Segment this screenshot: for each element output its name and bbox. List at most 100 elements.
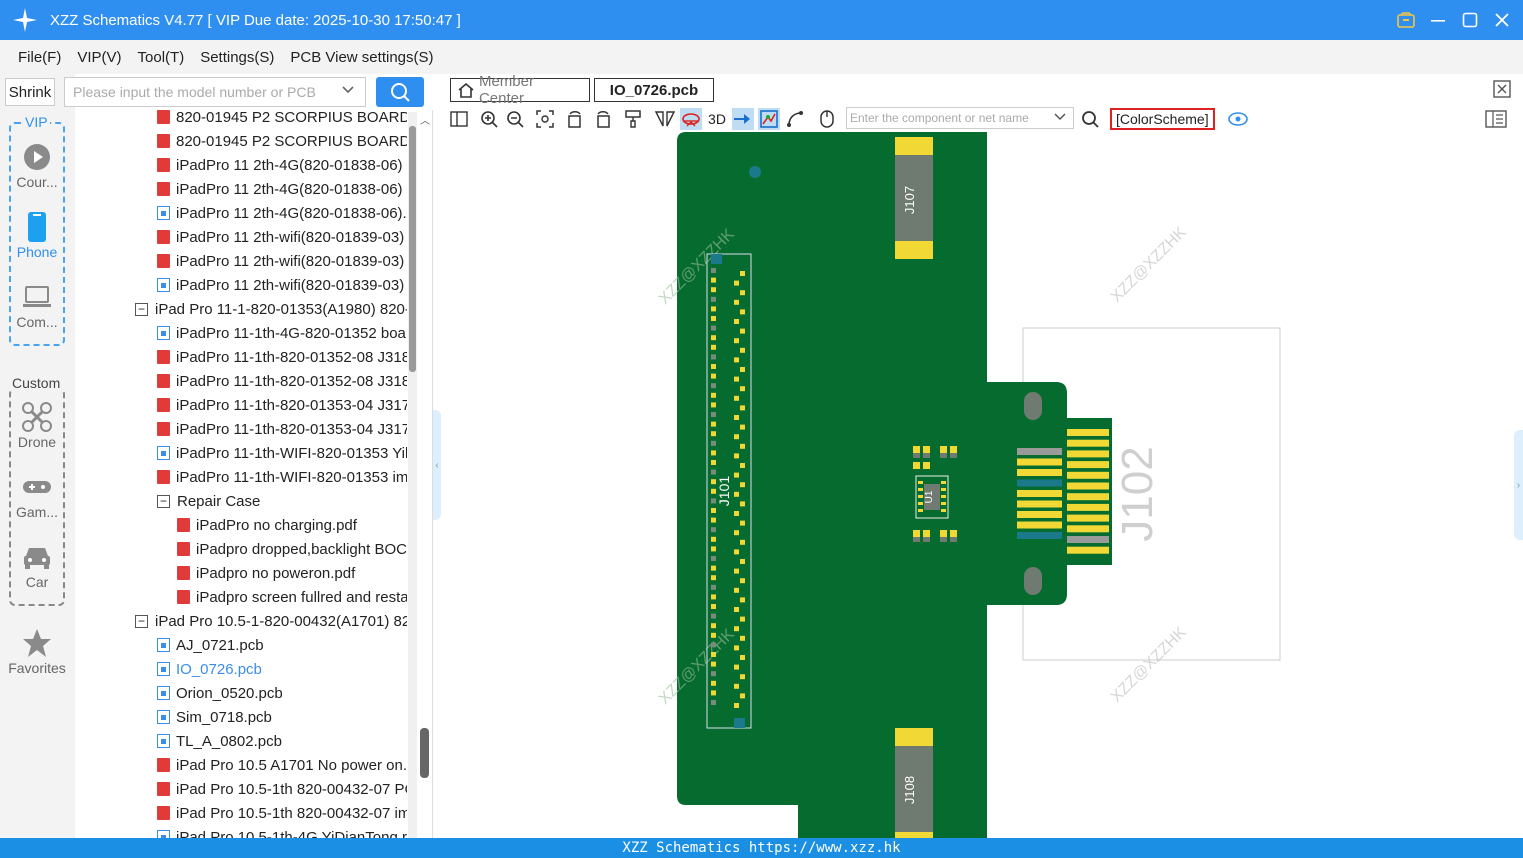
tree-file[interactable]: iPadPro 11-1th-WIFI-820-01353 Yil [157,441,407,465]
close-all-tabs-icon[interactable] [1493,80,1511,101]
model-search-input[interactable]: Please input the model number or PCB [64,77,366,107]
component-search-icon[interactable] [1079,108,1101,130]
nav-computer[interactable]: Com... [7,280,67,330]
tree-folder[interactable]: −iPad Pro 11-1-820-01353(A1980) 820- [135,297,407,321]
collapse-right-icon[interactable]: › [1514,430,1523,540]
status-bar: XZZ Schematics https://www.xzz.hk [0,838,1523,858]
maximize-button[interactable] [1459,9,1481,31]
tree-file[interactable]: iPadpro screen fullred and resta [177,585,407,609]
tree-file[interactable]: iPadpro no poweron.pdf [177,561,407,585]
search-button[interactable] [376,77,424,107]
j101-pin [734,626,739,632]
tree-file[interactable]: iPad Pro 10.5-1th-4G YiDianTong r [157,825,407,838]
tree-item-label: iPadpro dropped,backlight BOC [196,540,407,558]
net-arrow-icon[interactable] [732,108,754,130]
tree-folder[interactable]: −iPad Pro 10.5-1-820-00432(A1701) 82 [135,609,407,633]
tree-file[interactable]: iPadPro 11 2th-4G(820-01838-06) ! [157,177,407,201]
tree-file[interactable]: AJ_0721.pcb [157,633,407,657]
minimize-button[interactable] [1427,9,1449,31]
nav-favorites[interactable]: Favorites [7,626,67,676]
nav-phone[interactable]: Phone [7,210,67,260]
format-painter-icon[interactable] [622,108,644,130]
highlight-net-icon[interactable] [758,108,780,130]
chevron-down-icon[interactable] [341,83,355,100]
tree-file[interactable]: iPad Pro 10.5-1th 820-00432-07 PC [157,777,407,801]
color-scheme-button[interactable]: [ColorScheme] [1110,108,1215,130]
nav-car[interactable]: Car [7,540,67,590]
mouse-icon[interactable] [816,108,838,130]
u1-component: U1 [913,446,957,542]
tree-file[interactable]: iPadPro no charging.pdf [177,513,407,537]
tree-file[interactable]: iPadPro 11-1th-WIFI-820-01353 im [157,465,407,489]
collapse-toggle-icon[interactable]: − [135,302,148,316]
tree-file[interactable]: Sim_0718.pcb [157,705,407,729]
tree-scrollbar-thumb[interactable] [409,126,416,372]
nav-game[interactable]: Gam... [7,470,67,520]
close-button[interactable] [1491,9,1513,31]
tree-file[interactable]: iPadPro 11-1th-4G-820-01352 boa [157,321,407,345]
collapse-toggle-icon[interactable]: − [135,614,148,628]
tree-file[interactable]: iPadPro 11 2th-wifi(820-01839-03) [157,225,407,249]
tree-file[interactable]: iPadPro 11-1th-820-01352-08 J318 [157,345,407,369]
pdf-file-icon [157,134,170,148]
wallet-icon[interactable] [1395,9,1417,31]
tree-file[interactable]: iPadPro 11-1th-820-01352-08 J318 [157,369,407,393]
pcb-board [677,132,1112,838]
tree-file[interactable]: iPad Pro 10.5-1th 820-00432-07 im [157,801,407,825]
split-view-icon[interactable] [448,108,470,130]
menu-vip[interactable]: VIP(V) [77,48,122,66]
tree-item-label: iPadPro 11-1th-820-01352-08 J318 [176,372,407,390]
j101-pin [711,584,716,590]
flip-board-icon[interactable] [680,108,702,130]
rotate-right-icon[interactable] [592,108,614,130]
zoom-out-icon[interactable] [504,108,526,130]
tree-file[interactable]: iPad Pro 10.5 A1701 No power on.p [157,753,407,777]
tree-file[interactable]: iPadPro 11-1th-820-01353-04 J317 [157,417,407,441]
j102-pin [1067,461,1109,469]
tree-file[interactable]: 820-01945 P2 SCORPIUS BOARD 1( [157,110,407,129]
tree-file[interactable]: iPadPro 11 2th-4G(820-01838-06) I [157,153,407,177]
menu-file[interactable]: File(F) [18,48,62,66]
tree-file[interactable]: iPadPro 11-1th-820-01353-04 J317 [157,393,407,417]
eye-icon[interactable] [1227,108,1249,130]
tree-file[interactable]: Orion_0520.pcb [157,681,407,705]
trace-route-icon[interactable] [784,108,806,130]
tree-file[interactable]: iPadpro dropped,backlight BOC [177,537,407,561]
collapse-left-icon[interactable]: ‹ [433,410,441,520]
collapse-toggle-icon[interactable]: − [157,494,170,508]
pcb-board-view[interactable]: J102 XZZ@XZZHK XZZ@XZZHK XZZ@XZZHK XZZ@X… [442,132,1523,838]
menu-settings[interactable]: Settings(S) [200,48,275,66]
tab-io-0726[interactable]: IO_0726.pcb [594,78,714,102]
pcb-canvas[interactable]: J102 XZZ@XZZHK XZZ@XZZHK XZZ@XZZHK XZZ@X… [442,132,1523,838]
side-panel-toggle-icon[interactable] [1485,108,1507,130]
shrink-button[interactable]: Shrink [5,78,55,106]
3d-view-button[interactable]: 3D [708,111,726,127]
tree-scrollbar[interactable] [408,112,417,838]
tree-item-label: 820-01945 P2 SCORPIUS BOARD 1( [176,110,407,126]
panel-scrollbar[interactable]: ︿ [418,110,432,838]
chevron-down-icon[interactable] [1053,110,1067,127]
menu-pcb-view-settings[interactable]: PCB View settings(S) [290,48,434,66]
tab-member-center[interactable]: Member Center [450,73,590,107]
zoom-in-icon[interactable] [478,108,500,130]
mirror-icon[interactable] [654,108,676,130]
search-icon [391,83,410,102]
tree-folder[interactable]: −Repair Case [157,489,407,513]
scroll-up-icon[interactable]: ︿ [420,116,430,127]
pdf-file-icon [177,566,190,580]
tree-file[interactable]: iPadPro 11 2th-wifi(820-01839-03) [157,249,407,273]
j101-pin [734,645,739,651]
nav-drone[interactable]: Drone [7,400,67,450]
component-search-input[interactable]: Enter the component or net name [846,107,1074,129]
tree-file[interactable]: TL_A_0802.pcb [157,729,407,753]
tree-file[interactable]: iPadPro 11 2th-wifi(820-01839-03) [157,273,407,297]
tree-file[interactable]: IO_0726.pcb [157,657,407,681]
fit-view-icon[interactable] [534,108,556,130]
rotate-left-icon[interactable] [564,108,586,130]
tree-file[interactable]: 820-01945 P2 SCORPIUS BOARD 1( [157,129,407,153]
nav-course[interactable]: Cour... [7,140,67,190]
menu-tool[interactable]: Tool(T) [137,48,185,66]
tree-file[interactable]: iPadPro 11 2th-4G(820-01838-06).p [157,201,407,225]
panel-scrollbar-thumb[interactable] [420,728,429,778]
panel-splitter[interactable]: ‹ [432,110,442,838]
